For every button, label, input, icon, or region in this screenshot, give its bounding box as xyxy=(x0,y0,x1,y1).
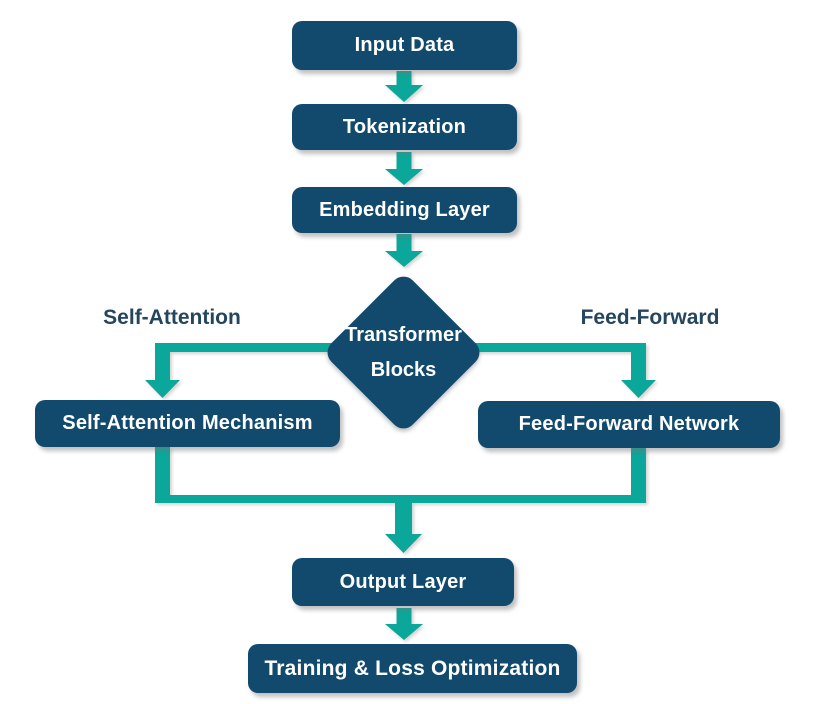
branch-right-stem xyxy=(631,343,646,380)
merge-left-drop xyxy=(155,447,170,503)
arrow-merge-to-output-icon xyxy=(385,534,422,553)
merge-bar xyxy=(155,495,646,503)
node-output-layer: Output Layer xyxy=(292,558,514,606)
merge-right-drop xyxy=(631,448,646,503)
merge-center-stem xyxy=(395,503,412,534)
node-transformer-blocks-label: Transformer Blocks xyxy=(345,323,462,381)
branch-left-stem xyxy=(155,343,170,380)
node-tokenization: Tokenization xyxy=(292,104,517,150)
node-feed-forward-network: Feed-Forward Network xyxy=(478,401,780,448)
node-training-loss-optimization: Training & Loss Optimization xyxy=(248,644,577,693)
node-embedding-layer: Embedding Layer xyxy=(292,187,517,233)
arrow-embedding-to-transformer-icon xyxy=(385,234,423,267)
branch-label-self-attention: Self-Attention xyxy=(103,306,241,329)
arrow-input-to-tokenization-icon xyxy=(385,71,423,102)
branch-label-feed-forward: Feed-Forward xyxy=(580,306,720,329)
arrow-output-to-training-icon xyxy=(385,608,423,640)
arrow-branch-left-icon xyxy=(145,380,180,398)
arrow-tokenization-to-embedding-icon xyxy=(385,152,423,185)
arrow-branch-right-icon xyxy=(621,380,656,398)
node-self-attention-mechanism: Self-Attention Mechanism xyxy=(35,400,340,447)
node-input-data: Input Data xyxy=(292,21,517,70)
